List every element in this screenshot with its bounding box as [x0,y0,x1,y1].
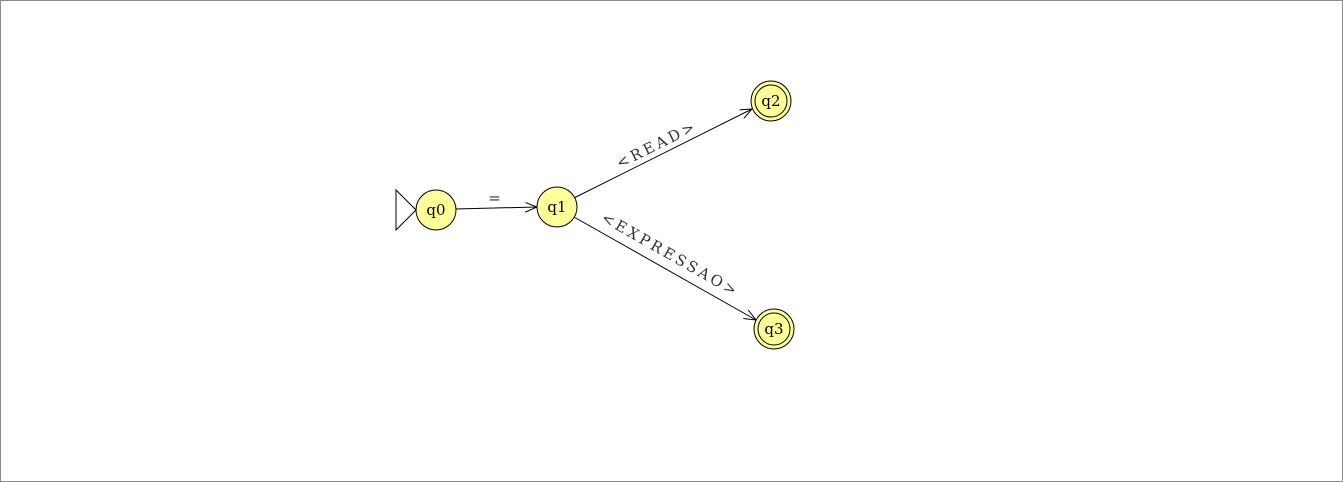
transition-label: <EXPRESSAO> [598,209,742,301]
state-circle [536,186,578,228]
state-q3[interactable]: q3 [753,308,795,350]
final-state-ring [754,84,788,118]
state-circle [753,308,795,350]
transition-q0-q1[interactable]: = [454,189,537,209]
transition-q1-q3[interactable]: <EXPRESSAO> [573,209,756,320]
state-label: q0 [426,201,445,219]
state-circle [415,189,457,231]
transition-label: = [488,189,504,207]
state-q1[interactable]: q1 [536,186,578,228]
final-state-ring [757,312,791,346]
state-q0[interactable]: q0 [415,189,457,231]
state-label: q1 [547,198,566,216]
state-q2[interactable]: q2 [750,80,792,122]
transition-arrow [573,109,752,199]
transition-q1-q2[interactable]: <READ> [573,109,752,199]
transition-label: <READ> [613,117,700,173]
state-label: q3 [764,320,783,338]
state-label: q2 [761,92,780,110]
transition-arrow [573,216,756,320]
transition-arrow [454,207,537,209]
initial-state-marker [395,188,417,232]
state-circle [750,80,792,122]
